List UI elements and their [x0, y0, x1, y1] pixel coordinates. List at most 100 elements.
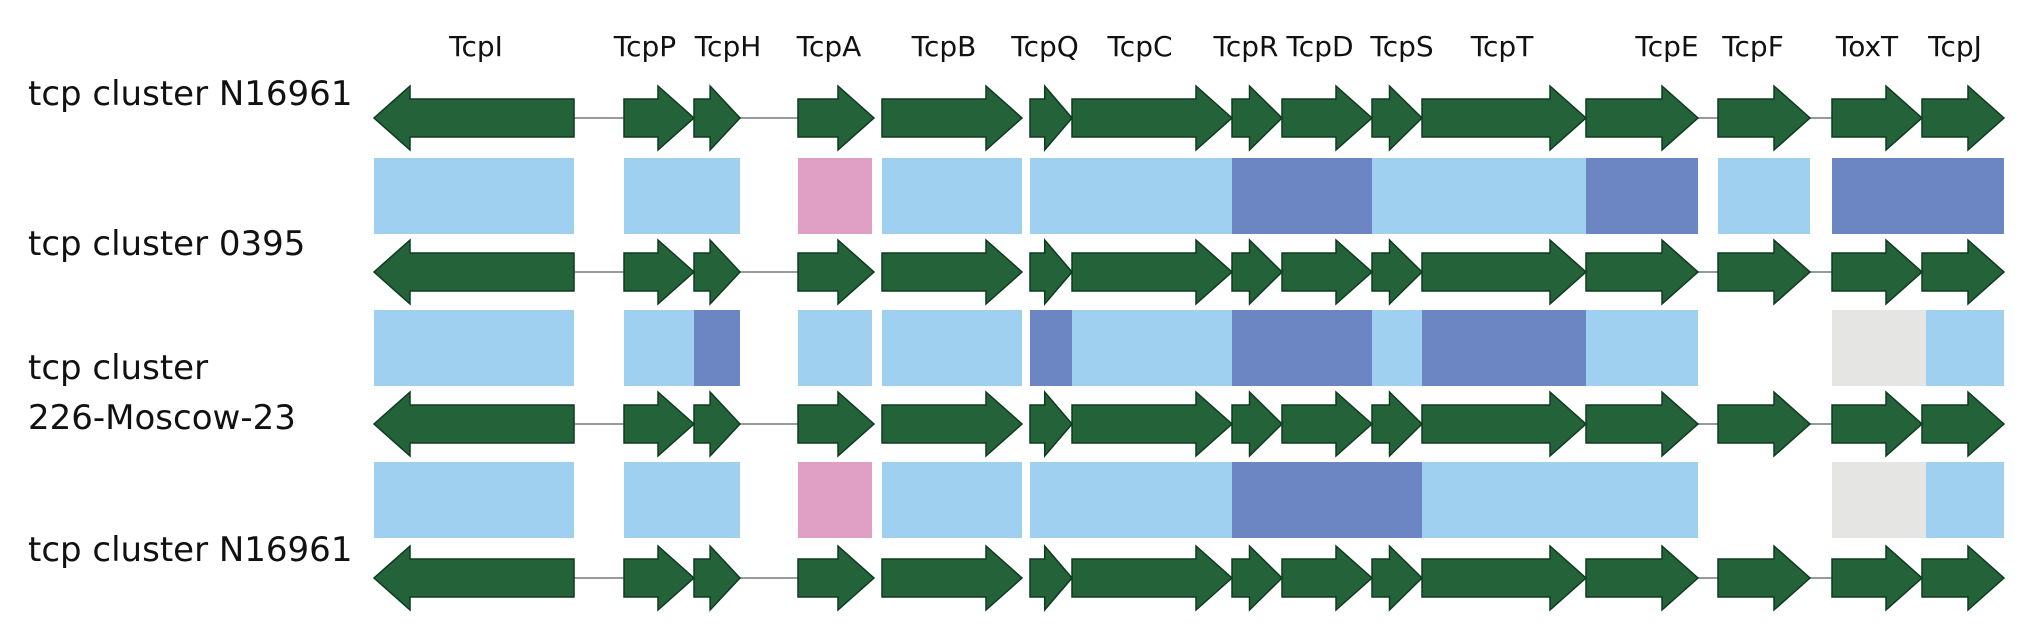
- gene-label-tcpb: TcpB: [911, 30, 977, 63]
- similarity-band-tcps: [1372, 462, 1422, 538]
- gene-arrow-tcpa: [797, 84, 876, 152]
- gene-arrow-tcpq: [1029, 389, 1073, 459]
- gene-arrow-tcpb: [881, 238, 1024, 306]
- gene-arrow-tcpq: [1029, 237, 1073, 307]
- gene-arrow-tcpd: [1281, 544, 1374, 612]
- gene-arrow-tcph: [693, 544, 742, 612]
- gene-arrow-toxt: [1831, 238, 1924, 306]
- similarity-band-tcpd: [1282, 310, 1372, 386]
- cluster-tracks: [372, 83, 2006, 613]
- gene-arrow-tcpf: [1717, 84, 1812, 152]
- similarity-band-toxt: [1832, 462, 1926, 538]
- similarity-band-tcpj: [1926, 158, 2004, 234]
- gene-arrow-tcpd: [1281, 238, 1374, 306]
- similarity-band-row-2: [374, 310, 2004, 386]
- similarity-band-tcpd: [1282, 158, 1372, 234]
- similarity-band-row-1: [374, 158, 2004, 234]
- gene-arrow-tcpe: [1585, 390, 1700, 458]
- gene-arrow-tcpp: [623, 544, 696, 612]
- gene-label-tcps: TcpS: [1369, 30, 1433, 63]
- gene-arrow-tcps: [1371, 84, 1424, 152]
- gene-arrow-tcpd: [1281, 84, 1374, 152]
- similarity-band-tcpc: [1072, 310, 1232, 386]
- gene-arrow-tcpc: [1071, 390, 1234, 458]
- gene-arrow-tcpt: [1421, 390, 1588, 458]
- similarity-band-tcpt: [1422, 158, 1586, 234]
- gene-arrow-tcpd: [1281, 390, 1374, 458]
- similarity-band-tcpb: [882, 462, 1022, 538]
- gene-label-tcpa: TcpA: [796, 30, 862, 63]
- similarity-band-tcpp: [624, 462, 694, 538]
- similarity-band-tcpq: [1030, 158, 1072, 234]
- gene-arrow-tcpe: [1585, 544, 1700, 612]
- gene-arrow-tcpf: [1717, 390, 1812, 458]
- gene-label-tcpj: TcpJ: [1927, 30, 1982, 63]
- gene-arrow-tcpf: [1717, 544, 1812, 612]
- gene-arrow-tcpq: [1029, 83, 1073, 153]
- similarity-band-tcpa: [798, 462, 872, 538]
- gene-arrow-tcpa: [797, 544, 876, 612]
- gene-arrow-tcpa: [797, 390, 876, 458]
- similarity-band-tcpp: [624, 158, 694, 234]
- gene-label-toxt: ToxT: [1835, 30, 1899, 63]
- gene-arrow-tcpr: [1231, 544, 1284, 612]
- gene-arrow-tcpc: [1071, 84, 1234, 152]
- cluster-track-4: [372, 543, 2006, 613]
- gene-arrow-tcph: [693, 84, 742, 152]
- gene-arrow-tcps: [1371, 544, 1424, 612]
- similarity-band-tcpt: [1422, 310, 1586, 386]
- gene-label-tcpr: TcpR: [1213, 30, 1279, 63]
- similarity-band-tcph: [694, 310, 740, 386]
- gene-arrow-tcpt: [1421, 238, 1588, 306]
- gene-label-tcpe: TcpE: [1634, 30, 1698, 63]
- cluster-track-3: [372, 389, 2006, 459]
- cluster-label-line: tcp cluster N16961: [28, 530, 353, 570]
- similarity-band-tcpj: [1926, 310, 2004, 386]
- gene-arrow-tcpr: [1231, 390, 1284, 458]
- gene-arrow-toxt: [1831, 544, 1924, 612]
- similarity-band-tcpi: [374, 462, 574, 538]
- gene-arrow-tcpj: [1921, 390, 2006, 458]
- similarity-band-tcpq: [1030, 310, 1072, 386]
- similarity-band-tcps: [1372, 158, 1422, 234]
- gene-label-tcpt: TcpT: [1470, 30, 1535, 63]
- similarity-band-tcpr: [1232, 310, 1282, 386]
- gene-arrow-tcpq: [1029, 543, 1073, 613]
- similarity-band-tcpe: [1586, 310, 1698, 386]
- similarity-band-row-3: [374, 462, 2004, 538]
- gene-arrow-toxt: [1831, 390, 1924, 458]
- cluster-label-line: tcp cluster N16961: [28, 74, 353, 114]
- gene-label-tcpp: TcpP: [613, 30, 676, 63]
- gene-arrow-tcpj: [1921, 544, 2006, 612]
- gene-label-tcpi: TcpI: [448, 30, 503, 63]
- similarity-band-tcpi: [374, 310, 574, 386]
- gene-arrow-tcpf: [1717, 238, 1812, 306]
- similarity-band-tcpe: [1586, 462, 1698, 538]
- gene-arrow-tcpt: [1421, 84, 1588, 152]
- gene-arrow-tcpp: [623, 238, 696, 306]
- gene-arrow-tcph: [693, 390, 742, 458]
- similarity-band-tcpt: [1422, 462, 1586, 538]
- gene-arrow-tcpi: [372, 544, 575, 612]
- gene-arrow-tcpi: [372, 84, 575, 152]
- cluster-label-line: tcp cluster: [28, 348, 209, 388]
- similarity-band-tcpf: [1718, 158, 1810, 234]
- similarity-band-tcpb: [882, 310, 1022, 386]
- gene-arrow-tcpt: [1421, 544, 1588, 612]
- similarity-band-tcpr: [1232, 462, 1282, 538]
- similarity-band-tcph: [694, 462, 740, 538]
- gene-arrow-tcpc: [1071, 238, 1234, 306]
- cluster-label-line: 226-Moscow-23: [28, 398, 296, 438]
- similarity-band-toxt: [1832, 158, 1926, 234]
- gene-arrow-tcpb: [881, 544, 1024, 612]
- gene-arrow-tcpe: [1585, 238, 1700, 306]
- gene-arrow-tcpp: [623, 390, 696, 458]
- gene-label-tcpd: TcpD: [1285, 30, 1353, 63]
- cluster-track-1: [372, 83, 2006, 153]
- similarity-band-tcpj: [1926, 462, 2004, 538]
- gene-arrow-tcpb: [881, 390, 1024, 458]
- gene-label-tcpq: TcpQ: [1010, 30, 1079, 63]
- similarity-band-tcpa: [798, 310, 872, 386]
- similarity-band-tcpc: [1072, 462, 1232, 538]
